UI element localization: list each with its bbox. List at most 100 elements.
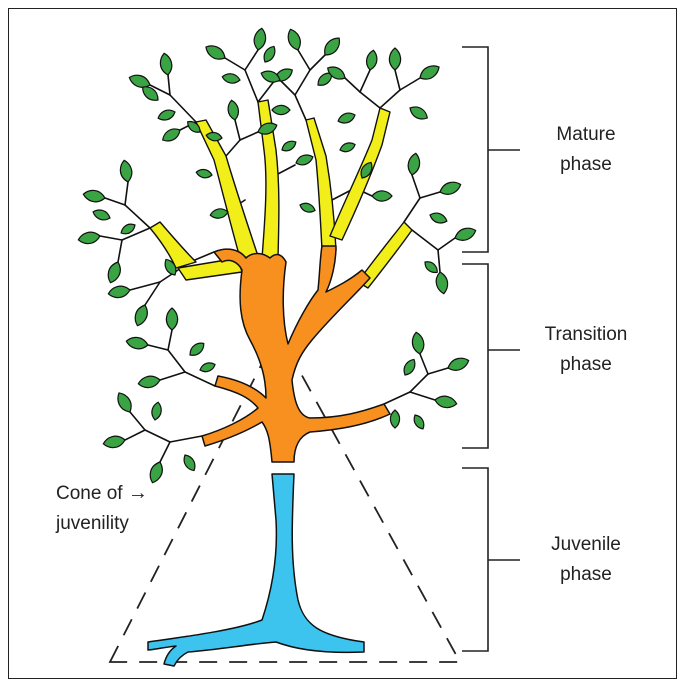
leaf-icon bbox=[339, 141, 357, 154]
leaf-icon bbox=[159, 52, 174, 76]
leaf-icon bbox=[102, 434, 126, 449]
twig bbox=[404, 198, 420, 222]
leaf-icon bbox=[446, 355, 471, 373]
mature-bracket bbox=[462, 47, 520, 252]
transition-phase-label: Transition phase bbox=[522, 320, 650, 380]
leaf-icon bbox=[203, 42, 228, 63]
leaf-icon bbox=[285, 27, 303, 52]
leaf-icon bbox=[150, 401, 162, 420]
leaf-icon bbox=[137, 374, 161, 389]
leaf-icon bbox=[389, 48, 400, 70]
leaf-icon bbox=[199, 361, 217, 374]
leaf-icon bbox=[166, 308, 177, 330]
leaf-icon bbox=[417, 62, 442, 83]
leaf-icon bbox=[119, 159, 134, 183]
leaf-icon bbox=[434, 271, 449, 295]
transition-phase-line1: Transition bbox=[522, 320, 650, 350]
twig bbox=[298, 50, 310, 70]
twig bbox=[410, 374, 428, 392]
twig bbox=[395, 70, 400, 90]
twig bbox=[400, 78, 420, 90]
twig bbox=[145, 430, 170, 442]
juvenile-phase-label: Juvenile phase bbox=[526, 530, 646, 590]
cone-label-line1: Cone of bbox=[56, 483, 123, 504]
twig bbox=[245, 70, 258, 102]
twig bbox=[420, 354, 428, 374]
leaf-icon bbox=[422, 259, 440, 276]
leaf-icon bbox=[209, 207, 228, 219]
juvenile-phase-line2: phase bbox=[526, 560, 646, 590]
twig bbox=[245, 50, 258, 70]
transition-bracket bbox=[462, 264, 520, 448]
twig bbox=[170, 95, 196, 122]
twig bbox=[160, 442, 170, 462]
twig bbox=[295, 70, 310, 95]
twig bbox=[168, 75, 170, 95]
twig bbox=[160, 372, 185, 380]
cone-label: Cone of → juvenility bbox=[56, 478, 148, 539]
juvenile-phase-line1: Juvenile bbox=[526, 530, 646, 560]
leaf-icon bbox=[337, 111, 357, 126]
twig bbox=[360, 70, 370, 92]
leaf-icon bbox=[196, 168, 213, 179]
twig bbox=[235, 120, 240, 140]
leaf-icon bbox=[406, 152, 421, 176]
cone-label-line2: juvenility bbox=[56, 509, 148, 539]
leaf-icon bbox=[226, 99, 240, 120]
leaf-icon bbox=[132, 303, 150, 328]
leaf-icon bbox=[92, 208, 112, 223]
twig bbox=[125, 430, 145, 440]
mature-phase-line2: phase bbox=[526, 150, 646, 180]
twig bbox=[258, 80, 275, 102]
twig bbox=[360, 92, 380, 108]
twig bbox=[226, 140, 240, 156]
leaf-icon bbox=[256, 120, 278, 136]
leaf-icon bbox=[272, 105, 290, 114]
twig bbox=[170, 436, 202, 442]
leaf-icon bbox=[434, 394, 458, 409]
mature-phase-line1: Mature bbox=[526, 120, 646, 150]
leaf-icon bbox=[390, 410, 399, 428]
twig bbox=[310, 55, 325, 70]
leaf-icon bbox=[259, 68, 281, 84]
leaf-icon bbox=[411, 413, 426, 431]
leaf-icon bbox=[428, 211, 448, 226]
leaf-icon bbox=[411, 331, 426, 355]
leaf-icon bbox=[187, 340, 207, 359]
transition-wood bbox=[202, 246, 390, 462]
leaf-icon bbox=[401, 357, 418, 377]
twig bbox=[412, 230, 438, 250]
twig bbox=[168, 350, 185, 372]
leaf-icon bbox=[125, 336, 149, 351]
juvenile-trunk bbox=[148, 474, 364, 666]
twig bbox=[380, 90, 400, 108]
leaf-icon bbox=[221, 72, 240, 84]
leaf-icon bbox=[147, 460, 165, 485]
arrow-icon: → bbox=[128, 482, 148, 504]
leaf-icon bbox=[453, 225, 478, 243]
leaf-icon bbox=[82, 189, 106, 204]
leaf-icon bbox=[294, 153, 314, 168]
twig bbox=[420, 192, 440, 198]
twig bbox=[345, 78, 360, 92]
twig bbox=[100, 236, 122, 240]
juvenile-bracket bbox=[462, 468, 520, 651]
leaf-icon bbox=[372, 191, 392, 201]
twig bbox=[240, 132, 258, 140]
leaf-icon bbox=[299, 201, 317, 214]
leaf-icon bbox=[438, 179, 463, 197]
twig bbox=[410, 392, 435, 400]
leaf-icon bbox=[114, 390, 135, 415]
leaf-icon bbox=[252, 27, 267, 51]
leaf-icon bbox=[157, 108, 177, 123]
twig bbox=[168, 330, 172, 350]
leaf-icon bbox=[107, 284, 131, 299]
twig bbox=[118, 240, 122, 262]
leaf-icon bbox=[160, 126, 182, 145]
twig bbox=[384, 392, 410, 404]
leaf-icon bbox=[407, 104, 429, 123]
twig bbox=[130, 412, 145, 430]
twig bbox=[276, 165, 295, 175]
transition-phase-line2: phase bbox=[522, 350, 650, 380]
leaf-icon bbox=[77, 230, 101, 245]
